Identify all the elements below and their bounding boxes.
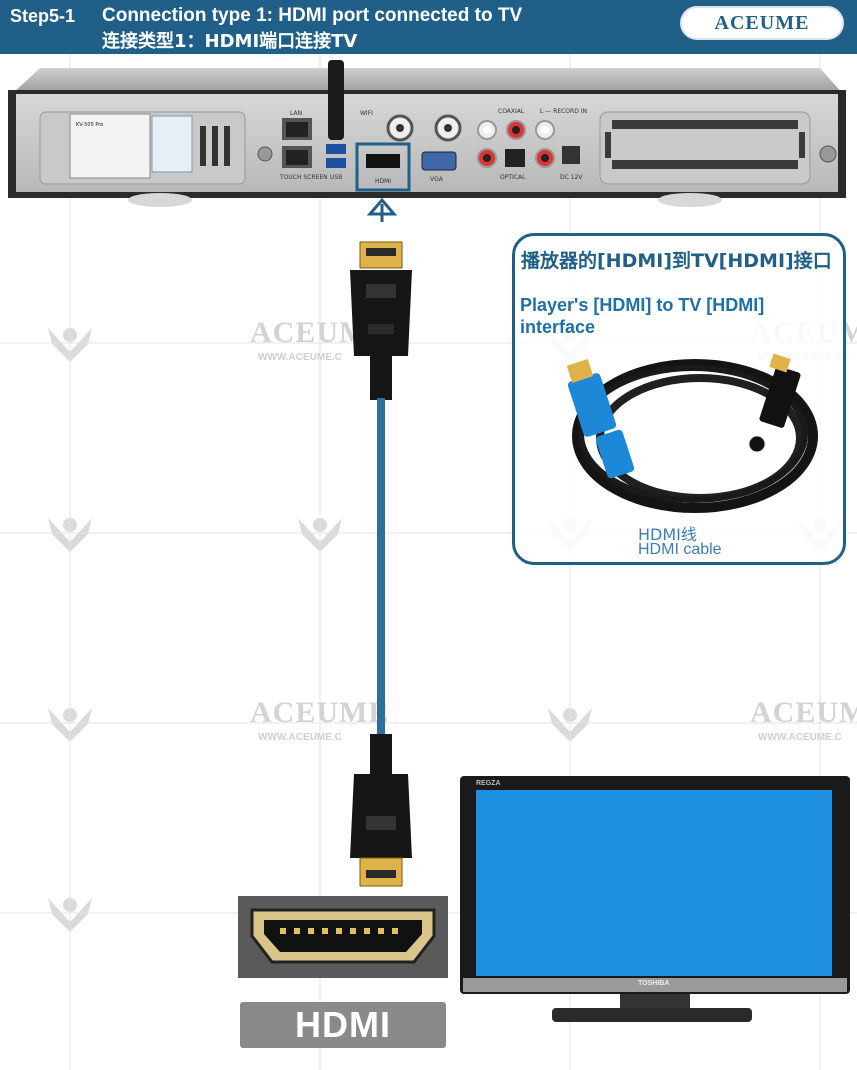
port-label-wifi: WIFI (360, 110, 373, 117)
watermark-url: WWW.ACEUME.C (758, 732, 842, 743)
port-label-usb: USB (330, 174, 343, 181)
port-label-dc: DC 12V (560, 174, 583, 181)
sticker-text: KV-505 Pro (76, 122, 103, 128)
step-label: Step5-1 (10, 6, 76, 26)
watermark-text: ACEUME (250, 696, 390, 729)
port-label-record: L — RECORD IN (540, 108, 587, 115)
port-label-vga: VGA (430, 176, 443, 183)
tv-brand-bottom: TOSHIBA (638, 980, 670, 987)
info-title-cn: 播放器的[HDMI]到TV[HDMI]接口 (521, 250, 832, 272)
port-label-optical: OPTICAL (500, 174, 526, 181)
watermark-url: WWW.ACEUME.C (258, 732, 342, 743)
tv-screen (476, 790, 832, 976)
header-bar: Step5-1 Connection type 1: HDMI port con… (0, 0, 857, 54)
port-label-hdmi: HDMI (375, 178, 392, 185)
info-title-en: Player's [HDMI] to TV [HDMI] interface (520, 295, 765, 337)
hdmi-badge: HDMI (240, 1002, 446, 1048)
info-panel: 播放器的[HDMI]到TV[HDMI]接口 Player's [HDMI] to… (512, 233, 846, 565)
cable-caption-cn: HDMI线 (638, 525, 697, 544)
hdmi-port-highlight (355, 142, 411, 192)
brand-logo: ACEUME (680, 6, 844, 40)
watermark-text: ACEUME (750, 696, 857, 729)
cable-caption-en: HDMI cable (638, 541, 722, 558)
page-title-en: Connection type 1: HDMI port connected t… (102, 5, 523, 26)
page-title-cn: 连接类型1：HDMI端口连接TV (102, 31, 358, 52)
hdmi-cable (350, 241, 412, 887)
port-label-touch: TOUCH SCREEN (280, 174, 328, 181)
watermark-url: WWW.ACEUME.C (258, 352, 342, 363)
tv-brand-top: REGZA (476, 780, 501, 787)
port-label-lan: LAN (290, 110, 303, 117)
hdmi-cable-photo (566, 353, 818, 513)
port-label-coaxial: COAXIAL (498, 108, 525, 115)
hdmi-port-closeup (238, 896, 448, 978)
television (460, 776, 850, 1022)
karaoke-player-back-panel: KV-505 Pro (8, 60, 846, 222)
